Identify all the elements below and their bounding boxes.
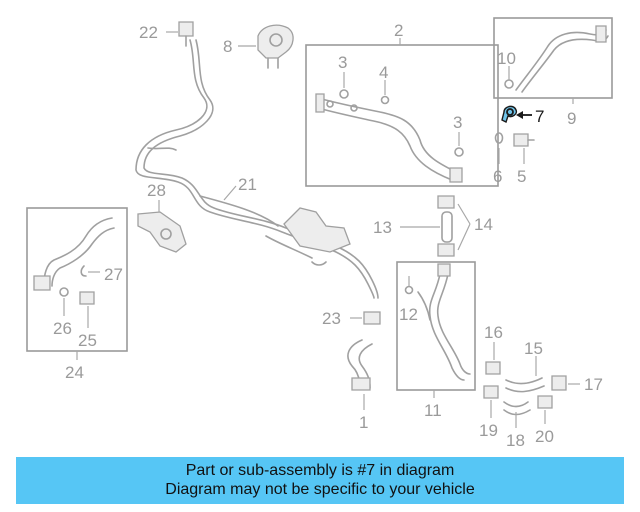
callout-16: 16	[484, 323, 503, 342]
group-box-9	[493, 17, 613, 99]
callout-14: 14	[474, 215, 493, 234]
part-17-clamp[interactable]	[551, 375, 567, 391]
callout-7: 7	[535, 107, 544, 126]
part-13-hose[interactable]	[441, 211, 453, 243]
part-14-clamp-bottom[interactable]	[437, 243, 455, 257]
part-19-clamp[interactable]	[483, 385, 499, 399]
part-10-o-ring[interactable]	[504, 79, 514, 89]
part-22-connector[interactable]	[178, 21, 194, 47]
callout-11: 11	[424, 401, 442, 420]
part-18-hose[interactable]	[503, 401, 531, 416]
part-15-hose[interactable]	[505, 377, 545, 393]
leader-14	[457, 203, 471, 251]
callout-8: 8	[223, 37, 232, 56]
callout-26: 26	[53, 319, 72, 338]
part-26-seal[interactable]	[59, 287, 69, 297]
part-11-pipe[interactable]	[417, 263, 471, 381]
callout-3a: 3	[338, 53, 347, 72]
callout-19: 19	[479, 421, 498, 440]
part-7-clip[interactable]	[501, 105, 518, 123]
part-12-seal[interactable]	[404, 285, 414, 295]
part-16-clamp[interactable]	[485, 361, 501, 375]
callout-21: 21	[238, 175, 257, 194]
parts-diagram: 1 2 3 3 4 5 6 7 8 9 10 11 12 13 14 15 16…	[26, 17, 613, 450]
part-20-clamp[interactable]	[537, 395, 553, 409]
callout-12: 12	[399, 305, 418, 324]
part-28-housing[interactable]	[137, 211, 187, 253]
callout-1: 1	[359, 413, 368, 432]
part-5-sensor[interactable]	[513, 133, 535, 147]
callout-10: 10	[497, 49, 516, 68]
part-4-washer[interactable]	[380, 95, 390, 105]
part-23-clamp[interactable]	[363, 311, 381, 325]
part-1-hose[interactable]	[347, 339, 373, 391]
group-box-11	[396, 261, 476, 391]
callout-3b: 3	[453, 113, 462, 132]
callout-28: 28	[147, 181, 166, 200]
part-14-clamp-top[interactable]	[437, 195, 455, 209]
banner-line-2: Diagram may not be specific to your vehi…	[165, 481, 475, 498]
callout-9: 9	[567, 109, 576, 128]
part-3-washer-a[interactable]	[339, 89, 349, 99]
callout-15: 15	[524, 339, 543, 358]
callout-23: 23	[322, 309, 341, 328]
part-25-sensor[interactable]	[79, 291, 95, 305]
callout-5: 5	[517, 167, 526, 186]
part-8-pump[interactable]	[257, 24, 294, 69]
part-3-washer-b[interactable]	[454, 147, 464, 157]
part-6-seal[interactable]	[494, 132, 504, 144]
leader-7-arrow	[516, 111, 532, 119]
banner-line-1: Part or sub-assembly is #7 in diagram	[185, 462, 455, 479]
callout-27: 27	[104, 265, 123, 284]
callout-2: 2	[394, 21, 403, 40]
callout-17: 17	[584, 375, 603, 394]
callout-18: 18	[506, 431, 525, 450]
group-box-2	[305, 44, 499, 187]
callout-22: 22	[139, 23, 158, 42]
callout-4: 4	[379, 63, 388, 82]
callout-6: 6	[493, 167, 502, 186]
part-27-clip[interactable]	[80, 265, 87, 277]
part-21-hose-assembly[interactable]	[135, 39, 379, 299]
callout-20: 20	[535, 427, 554, 446]
callout-24: 24	[65, 363, 84, 382]
info-banner: Part or sub-assembly is #7 in diagram Di…	[16, 457, 624, 504]
leader-21	[223, 185, 237, 201]
callout-13: 13	[373, 218, 392, 237]
part-9-pipe[interactable]	[515, 25, 609, 93]
callout-25: 25	[78, 331, 97, 350]
part-24-hose[interactable]	[33, 217, 115, 291]
part-2-coolant-pipe[interactable]	[315, 93, 463, 183]
